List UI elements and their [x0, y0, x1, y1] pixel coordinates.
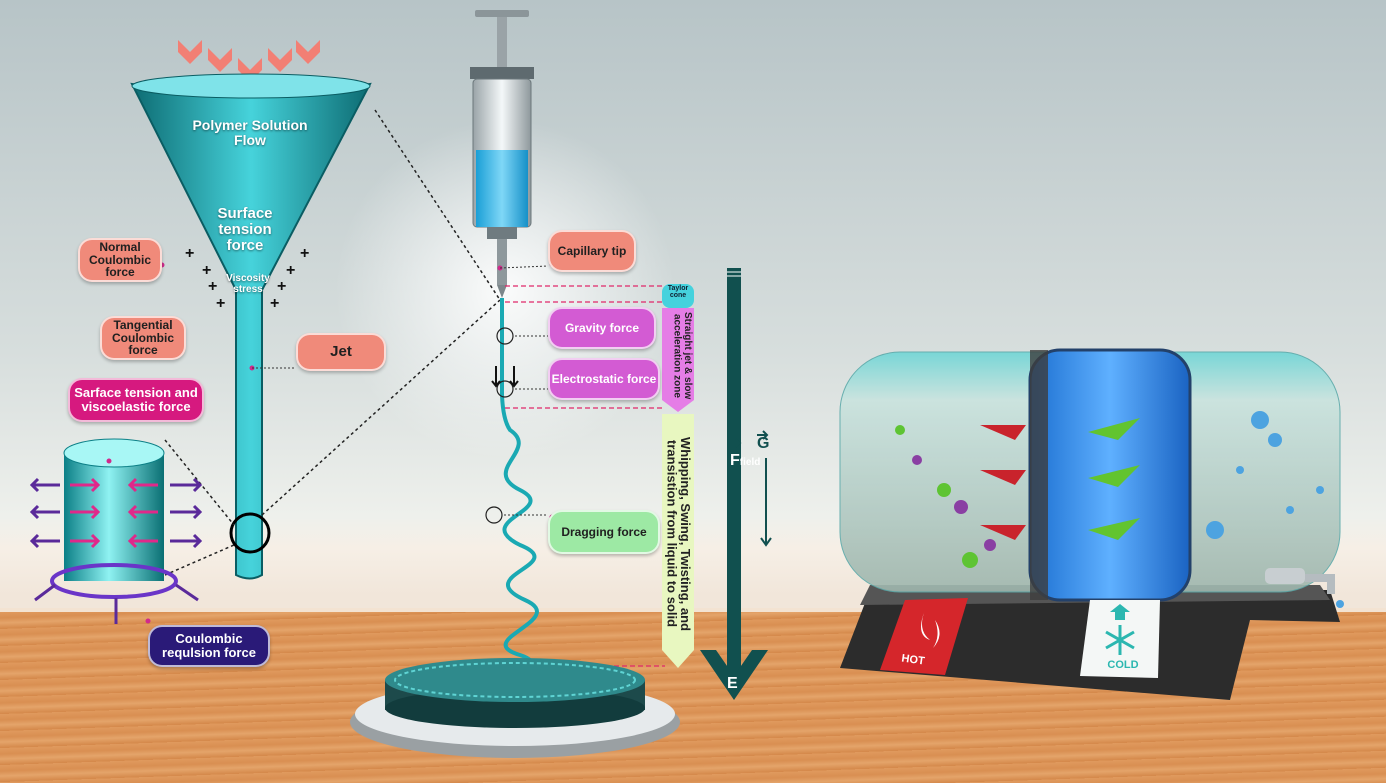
dragging-marker [485, 506, 503, 524]
whipping-jet [477, 298, 539, 692]
plus-sign: + [185, 245, 195, 262]
field-f-label: Ffield [730, 452, 761, 470]
callout-leaders [252, 265, 549, 516]
heat-exchanger-device [839, 348, 1344, 700]
gravity-marker [496, 327, 514, 345]
zoom-line [164, 544, 235, 576]
electrostatic-callout: Electrostatic force [548, 358, 660, 400]
fluid-element-cylinder [50, 438, 178, 599]
plus-sign: + [216, 295, 226, 312]
jet-callout: Jet [296, 333, 386, 371]
electrostatic-marker [496, 380, 514, 398]
down-arrows-icon [491, 366, 519, 388]
plus-sign: + [277, 278, 287, 295]
polymer-flow-label: Polymer Solution Flow [192, 117, 308, 148]
surface-viscoelastic-callout: Sarface tension and viscoelastic force [68, 378, 204, 422]
viscosity-label: Viscosity stress [226, 273, 270, 295]
collector-plate [350, 658, 680, 758]
jet-zoom-circle [229, 512, 271, 554]
straight-jet-label: Straight jet & slow acceleration zone [671, 312, 694, 400]
funnel-rim [131, 73, 371, 99]
whipping-band [662, 414, 694, 668]
plus-sign: + [300, 245, 310, 262]
syringe [470, 10, 534, 298]
plus-sign: + [208, 278, 218, 295]
field-f-letter: F [730, 452, 740, 469]
tangential-coulombic-callout: Tangential Coulombic force [100, 316, 186, 360]
normal-coulombic-callout: Normal Coulombic force [78, 238, 162, 282]
gravity-g-label: G [757, 435, 770, 452]
dragging-callout: Dragging force [548, 510, 660, 554]
inner-arrows-icon [70, 477, 158, 549]
electric-e-label: E [727, 675, 738, 692]
whipping-label: Whipping, Swing, Twisting, and transisti… [664, 436, 693, 631]
electric-field-arrow [700, 268, 768, 700]
plus-sign: + [202, 262, 212, 279]
taylor-cone-label: Taylor cone [667, 285, 689, 300]
surface-tension-label: Surface tension force [217, 205, 273, 254]
gravity-callout: Gravity force [548, 307, 656, 349]
coulombic-repulsion-callout: Coulombic requlsion force [148, 625, 270, 667]
zoom-line [374, 109, 501, 301]
hot-sign [880, 598, 968, 675]
taylor-cone-band [662, 284, 694, 308]
cold-sign [1080, 600, 1160, 678]
plus-sign: + [270, 295, 280, 312]
gravity-arrow [730, 430, 772, 547]
plus-sign: + [286, 262, 296, 279]
zone-guide-lines [430, 285, 665, 667]
force-arrows-icon [29, 477, 203, 624]
field-subscript: field [739, 457, 761, 468]
cold-label: COLD [1107, 659, 1139, 671]
capillary-tip-callout: Capillary tip [548, 230, 636, 272]
straight-jet-band [662, 308, 694, 412]
